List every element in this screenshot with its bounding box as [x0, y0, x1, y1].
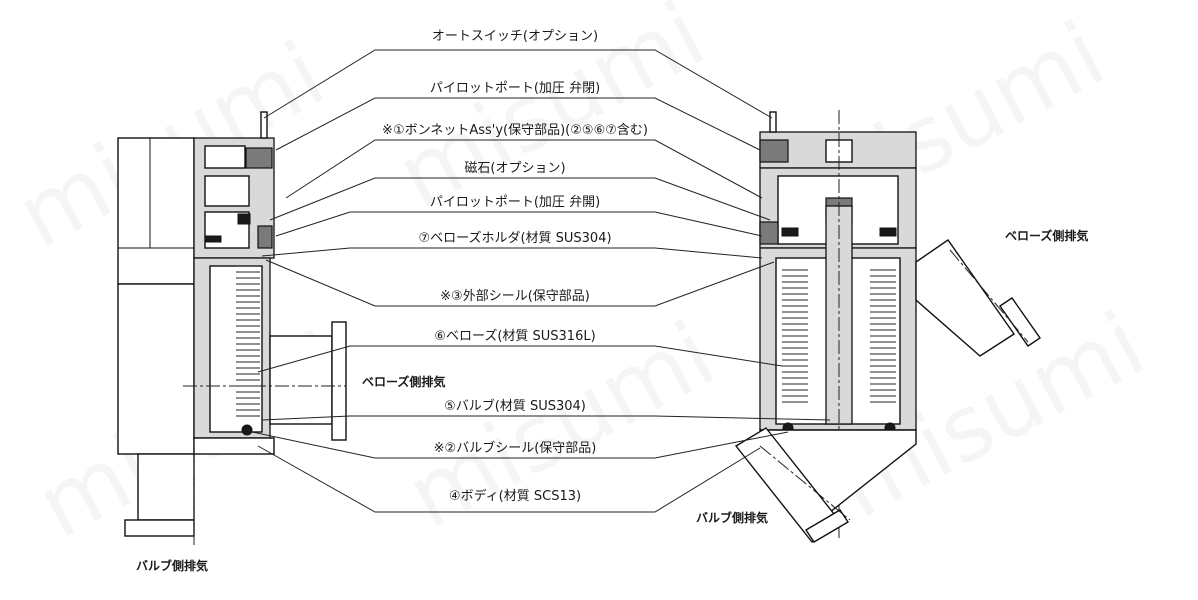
- left-valve: [117, 111, 347, 545]
- leader-valve: [261, 415, 831, 421]
- right-lower-flange: [805, 509, 849, 543]
- leader-valve-seal: [251, 431, 789, 459]
- label-bellows-exhaust-right: ベローズ側排気: [1005, 228, 1088, 243]
- leader-lines: [251, 49, 831, 513]
- callout-valve: ⑤バルブ(材質 SUS304): [444, 398, 586, 414]
- right-auto-switch: [769, 111, 777, 133]
- side-labels: ベローズ側排気 ベローズ側排気 バルブ側排気 バルブ側排気: [136, 228, 1088, 573]
- right-angled-upper-port: [915, 239, 1015, 357]
- callout-auto-switch: オートスイッチ(オプション): [432, 29, 598, 44]
- callout-bonnet: ※①ボンネットAss'y(保守部品)(②⑤⑥⑦含む): [382, 122, 648, 138]
- leader-pilot-port-2: [275, 211, 763, 237]
- callout-bellows-holder: ⑦ベローズホルダ(材質 SUS304): [418, 230, 611, 246]
- left-bottom-outlet: [137, 453, 195, 521]
- callout-pilot-port-1: パイロットポート(加圧 弁閉): [430, 81, 600, 96]
- callout-pilot-port-2: パイロットポート(加圧 弁開): [430, 195, 600, 210]
- left-housing-outer: [117, 137, 195, 285]
- leader-auto-switch: [263, 49, 773, 119]
- leader-magnet: [269, 177, 771, 221]
- leader-body: [257, 445, 761, 513]
- left-valve-seal: [241, 424, 253, 436]
- right-upper-flange: [999, 297, 1041, 347]
- leader-bellows: [257, 345, 783, 373]
- callout-bellows: ⑥ベローズ(材質 SUS316L): [434, 328, 595, 344]
- leader-bonnet: [285, 139, 763, 199]
- right-valve: [734, 110, 1041, 543]
- callout-body: ④ボディ(材質 SCS13): [449, 488, 581, 504]
- callout-external-seal: ※③外部シール(保守部品): [440, 289, 590, 304]
- leader-bellows-holder: [261, 247, 763, 259]
- leader-external-seal: [265, 259, 775, 307]
- left-magnet: [237, 213, 251, 225]
- right-bellows-left: [782, 269, 808, 403]
- left-bottom-flange: [124, 519, 195, 537]
- label-bellows-exhaust-left: ベローズ側排気: [362, 374, 445, 389]
- label-valve-exhaust-right: バルブ側排気: [696, 510, 768, 525]
- callouts: オートスイッチ(オプション) パイロットポート(加圧 弁閉) ※①ボンネットAs…: [382, 29, 648, 504]
- label-valve-exhaust-left: バルブ側排気: [136, 558, 208, 573]
- callout-valve-seal: ※②バルブシール(保守部品): [434, 440, 597, 456]
- left-side-port: [269, 335, 333, 425]
- left-side-flange: [331, 321, 347, 441]
- right-magnet: [781, 227, 799, 237]
- leader-pilot-port-1: [275, 97, 761, 151]
- left-lower-body: [117, 283, 195, 455]
- left-auto-switch: [260, 111, 268, 139]
- callout-magnet: 磁石(オプション): [464, 161, 565, 176]
- right-bellows-right: [870, 269, 896, 403]
